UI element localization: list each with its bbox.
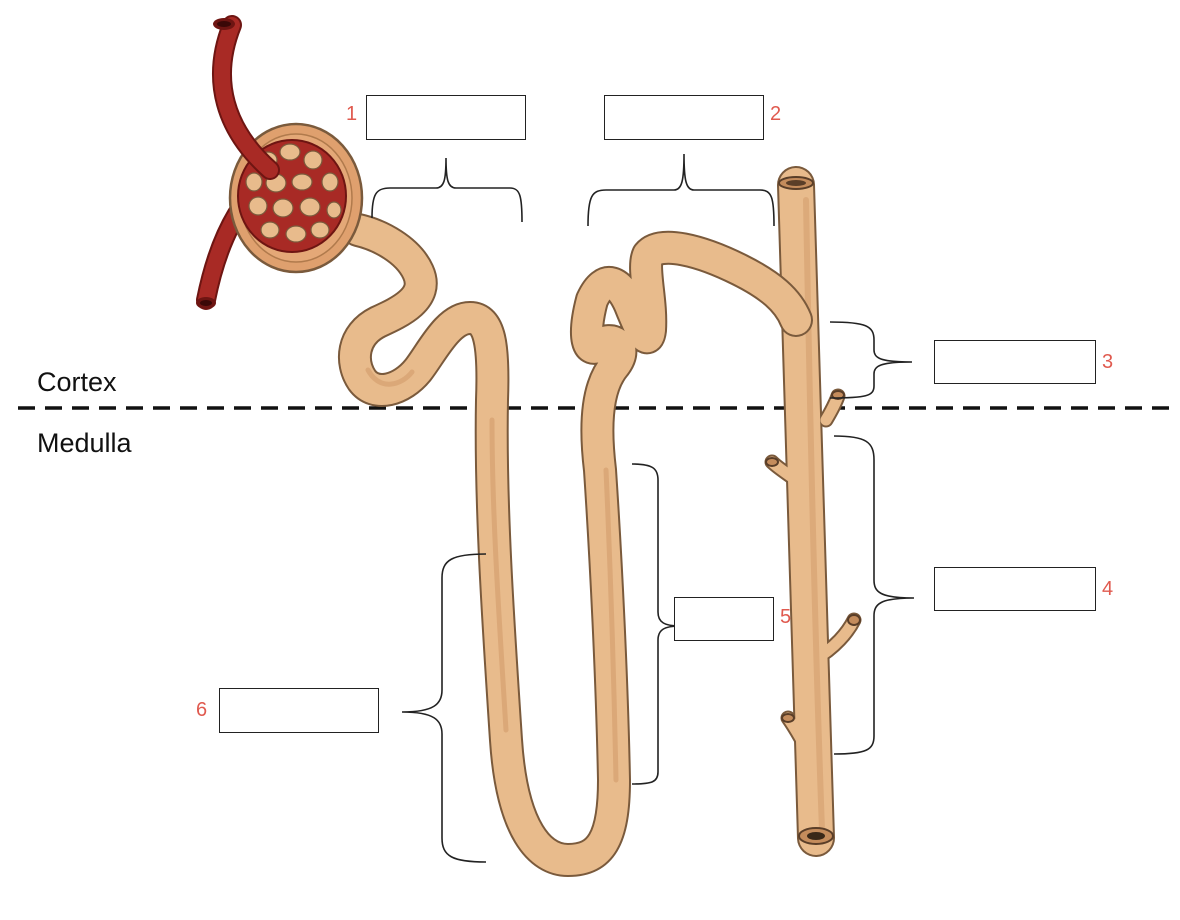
label-box-4[interactable] — [934, 567, 1096, 611]
medulla-label: Medulla — [37, 428, 132, 458]
cortex-label: Cortex — [37, 367, 117, 397]
bracket-2 — [587, 153, 775, 227]
bracket-4 — [833, 435, 915, 755]
podocytes — [245, 143, 342, 243]
label-box-3[interactable] — [934, 340, 1096, 384]
label-box-1[interactable] — [366, 95, 526, 140]
label-box-5[interactable] — [674, 597, 774, 641]
bracket-5 — [631, 463, 681, 785]
bracket-3 — [829, 321, 913, 399]
collecting-duct — [764, 166, 862, 857]
label-box-6[interactable] — [219, 688, 379, 733]
label-number-2: 2 — [770, 103, 782, 125]
renal-corpuscle — [196, 15, 364, 310]
label-number-4: 4 — [1102, 578, 1114, 600]
label-box-2[interactable] — [604, 95, 764, 140]
label-number-5: 5 — [780, 606, 792, 628]
label-number-6: 6 — [196, 699, 208, 721]
bracket-6 — [401, 553, 487, 863]
bracket-1 — [371, 157, 523, 223]
label-number-3: 3 — [1102, 351, 1114, 373]
nephron-tubule — [338, 213, 813, 877]
label-number-1: 1 — [346, 103, 358, 125]
